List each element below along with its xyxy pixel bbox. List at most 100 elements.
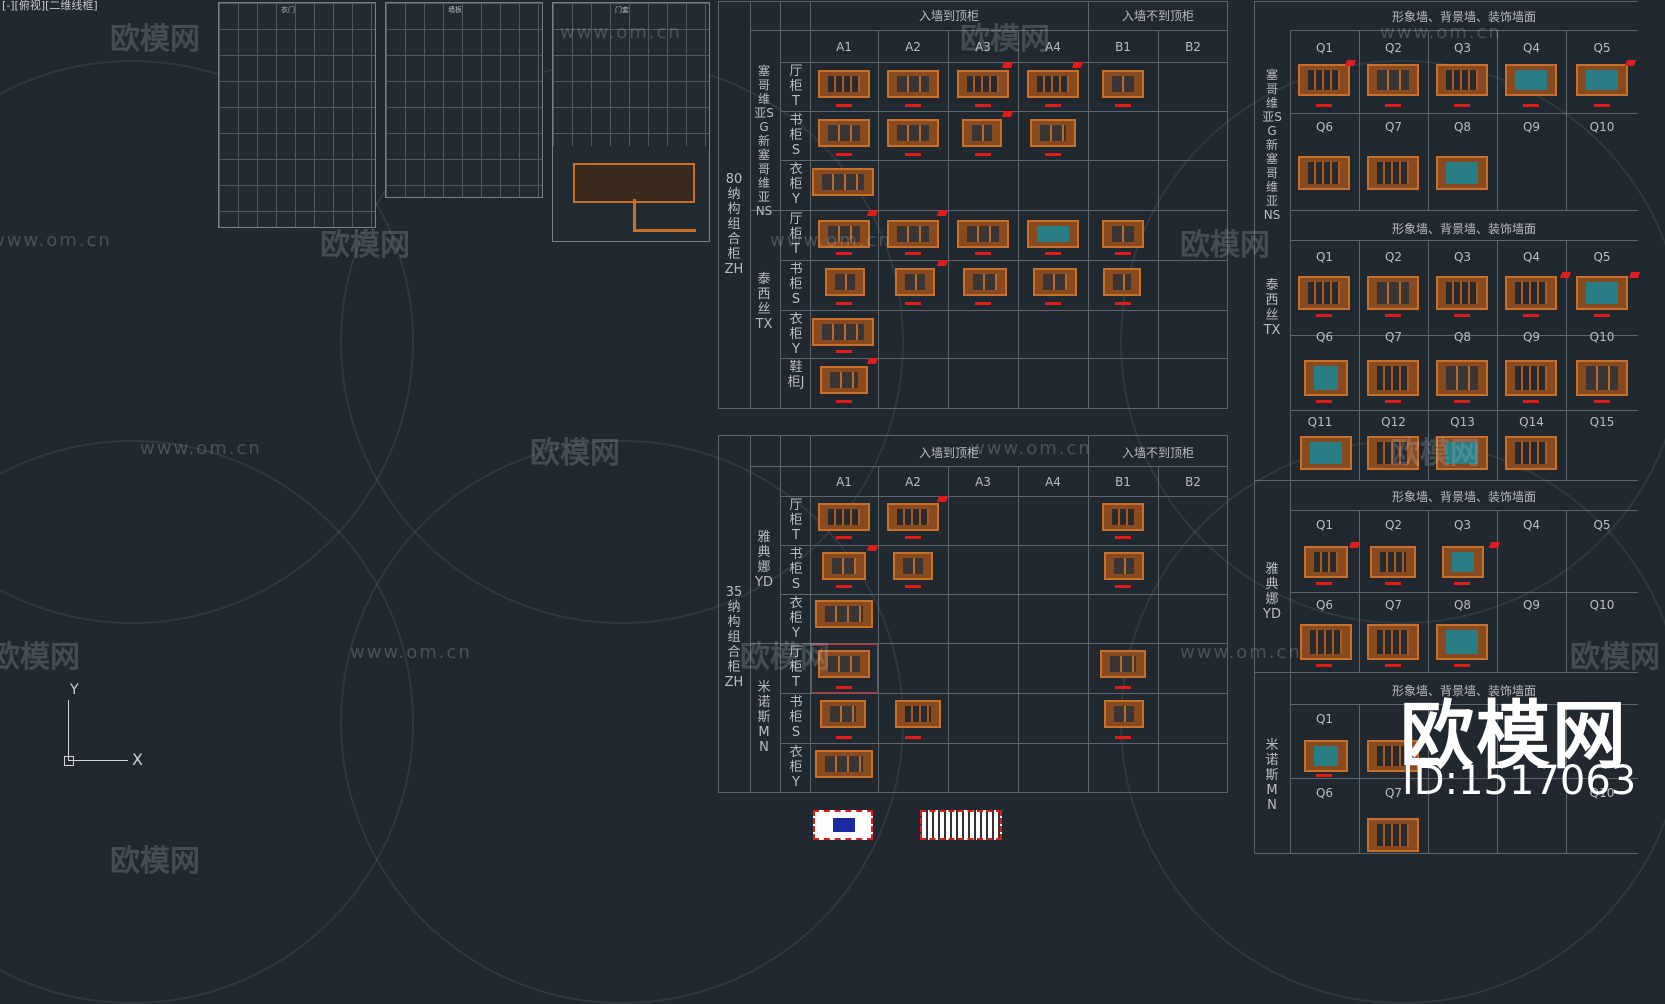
wall-thumbnail[interactable] [1436,276,1488,310]
q-label: Q3 [1453,518,1472,532]
selected-cell-highlight[interactable] [811,644,878,693]
bottom-thumb-2[interactable] [920,810,1002,840]
table2-group-header-2: 入墙不到顶柜 [1121,446,1194,460]
table1-series-2: 泰西丝TX [755,272,773,332]
wall-thumbnail[interactable] [1576,276,1628,310]
wall-thumbnail[interactable] [1367,624,1419,660]
cabinet-thumbnail[interactable] [887,70,939,98]
cabinet-thumbnail[interactable] [820,700,866,728]
cabinet-thumbnail[interactable] [887,220,939,248]
cabinet-thumbnail[interactable] [957,70,1009,98]
wall-thumbnail[interactable] [1505,64,1557,96]
bottom-thumb-1[interactable] [813,810,873,840]
table2-col-a1: A1 [836,475,852,489]
cabinet-thumbnail[interactable] [963,268,1007,296]
wall-thumbnail[interactable] [1436,624,1488,660]
wall-thumbnail[interactable] [1370,546,1416,578]
table1-row-label: 鞋柜J [787,360,805,390]
cabinet-thumbnail[interactable] [818,220,870,248]
cabinet-thumbnail[interactable] [815,750,873,778]
viewport-label[interactable]: [-][俯视][二维线框] [2,0,98,12]
table1-row-label: 衣柜Y [789,162,803,207]
table1-col-a4: A4 [1045,40,1061,54]
right-header-2: 形象墙、背景墙、装饰墙面 [1391,222,1536,236]
wall-thumbnail[interactable] [1576,64,1628,96]
table1-col-b2: B2 [1185,40,1201,54]
cabinet-thumbnail[interactable] [825,268,865,296]
cabinet-thumbnail[interactable] [957,220,1009,248]
wall-thumbnail[interactable] [1436,156,1488,190]
q-label: Q5 [1593,41,1611,55]
table2-series-2: 米诺斯MN [757,680,771,755]
wall-thumbnail[interactable] [1367,360,1419,396]
wall-thumbnail[interactable] [1436,360,1488,396]
wall-thumbnail[interactable] [1367,436,1419,470]
wall-thumbnail[interactable] [1367,64,1419,96]
wall-thumbnail[interactable] [1300,436,1352,470]
wall-thumbnail[interactable] [1367,740,1419,772]
q-label: Q10 [1589,330,1615,344]
table1-col-a2: A2 [905,40,921,54]
q-label: Q10 [1589,786,1615,800]
cabinet-thumbnail[interactable] [962,119,1002,147]
cabinet-thumbnail[interactable] [812,168,874,196]
q-label: Q10 [1589,120,1615,134]
cabinet-thumbnail[interactable] [1027,70,1079,98]
cabinet-thumbnail[interactable] [815,600,873,628]
cabinet-thumbnail[interactable] [1027,220,1079,248]
cabinet-thumbnail[interactable] [1104,552,1144,580]
q-label: Q9 [1522,598,1541,612]
wall-thumbnail[interactable] [1367,818,1419,852]
wall-thumbnail[interactable] [1304,546,1348,578]
cabinet-thumbnail[interactable] [1100,650,1146,678]
q-label: Q3 [1453,250,1472,264]
wall-thumbnail[interactable] [1300,624,1352,660]
cabinet-thumbnail[interactable] [818,70,870,98]
wall-thumbnail[interactable] [1442,546,1484,578]
wall-thumbnail[interactable] [1436,64,1488,96]
cabinet-thumbnail[interactable] [893,552,933,580]
right-series-4: 米诺斯MN [1265,738,1279,813]
cabinet-thumbnail[interactable] [895,268,935,296]
table1-series-1: 塞哥维亚SG新塞哥维亚NS [754,64,774,218]
table1-col-b1: B1 [1115,40,1131,54]
cabinet-thumbnail[interactable] [818,119,870,147]
table2 [718,435,1228,793]
cabinet-thumbnail[interactable] [1030,119,1076,147]
wall-thumbnail[interactable] [1505,276,1557,310]
cabinet-thumbnail[interactable] [1102,503,1144,531]
wall-thumbnail[interactable] [1505,436,1557,470]
table1-row-label: 衣柜Y [789,312,803,357]
watermark-brand: 欧模网 [1180,228,1270,263]
cabinet-thumbnail[interactable] [818,503,870,531]
cabinet-thumbnail[interactable] [812,318,874,346]
cabinet-thumbnail[interactable] [1102,70,1144,98]
wall-thumbnail[interactable] [1298,276,1350,310]
table1-group-header-1: 入墙到顶柜 [918,9,979,23]
wall-thumbnail[interactable] [1576,360,1628,396]
wall-thumbnail[interactable] [1304,360,1348,396]
cabinet-thumbnail[interactable] [1102,220,1144,248]
wall-thumbnail[interactable] [1505,360,1557,396]
wall-thumbnail[interactable] [1436,436,1488,470]
cabinet-thumbnail[interactable] [820,366,868,394]
q-label: Q1 [1315,712,1334,726]
q-label: Q1 [1315,250,1334,264]
wall-thumbnail[interactable] [1367,276,1419,310]
cabinet-thumbnail[interactable] [822,552,866,580]
wall-thumbnail[interactable] [1367,156,1419,190]
watermark-url: www.om.cn [350,642,472,663]
cabinet-thumbnail[interactable] [895,700,941,728]
wall-thumbnail[interactable] [1304,740,1348,772]
cabinet-thumbnail[interactable] [818,650,870,678]
cabinet-thumbnail[interactable] [1104,700,1144,728]
cabinet-thumbnail[interactable] [887,503,939,531]
cabinet-thumbnail[interactable] [887,119,939,147]
wall-thumbnail[interactable] [1298,156,1350,190]
cabinet-thumbnail[interactable] [1033,268,1077,296]
q-label: Q8 [1453,120,1472,134]
right-series-1: 塞哥维亚SG新塞哥维亚NS [1262,68,1282,222]
table1 [718,1,1228,409]
wall-thumbnail[interactable] [1298,64,1350,96]
cabinet-thumbnail[interactable] [1103,268,1141,296]
